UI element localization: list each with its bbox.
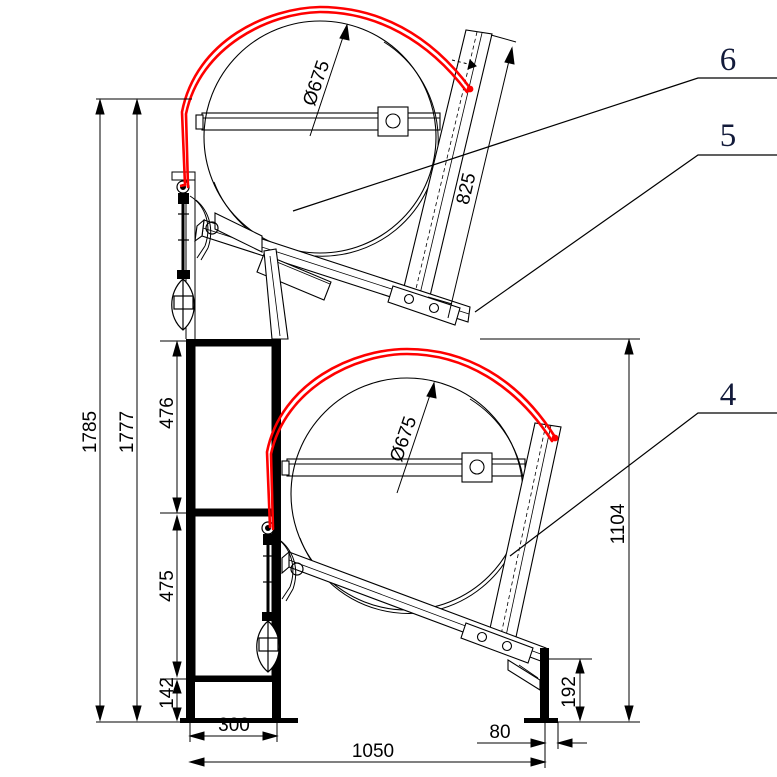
main-frame: [180, 339, 298, 723]
upper-clamp-bar: [195, 106, 441, 137]
dim-overall-height: 1785: [80, 411, 101, 453]
upper-gusset-plate: [387, 285, 461, 326]
callout-number-4: 4: [720, 377, 737, 413]
lower-tensioner-assembly: [256, 521, 304, 673]
diameter-leaders: [309, 23, 437, 494]
lower-red-strap: [265, 347, 559, 531]
dimension-lines-left: [95, 98, 195, 723]
lower-cylinder-assembly: [281, 377, 562, 723]
callout-4-leader: [509, 412, 777, 557]
dim-overall-depth: 1050: [352, 741, 394, 762]
frame-front-column: [186, 339, 195, 722]
dim-upper-cylinder-dia: Ø675: [299, 58, 334, 109]
frame-bottom-crossmember: [186, 676, 281, 682]
dim-lower-backrest-height: 1104: [608, 503, 629, 544]
dim-rear-foot-width: 80: [489, 722, 510, 743]
lower-gusset-plate: [460, 622, 534, 664]
upper-red-strap: [180, 5, 474, 189]
callout-6-leader: [292, 77, 777, 212]
lower-rear-foot: [507, 648, 558, 723]
callout-number-6: 6: [720, 42, 737, 78]
dim-frame-height: 1777: [117, 411, 138, 453]
frame-top-crossmember: [186, 339, 281, 346]
backrest-length-dimension: [427, 34, 517, 319]
dim-lower-bay: 475: [157, 570, 178, 602]
upper-cylinder-outline: [203, 20, 437, 254]
lower-cylinder-rim: [299, 398, 526, 614]
frame-base-plate: [180, 718, 298, 723]
upper-cylinder-assembly: [194, 20, 493, 340]
callout-leaders: [292, 77, 777, 557]
lower-backrest-post: [488, 422, 562, 638]
dim-column-spacing: 300: [218, 715, 250, 736]
dimension-lines-right: [480, 338, 640, 723]
lower-clamp-bar: [281, 452, 526, 483]
frame-mid-crossmember: [186, 509, 281, 516]
upper-strap-lower-leg: [179, 183, 186, 188]
dim-foot-height: 192: [559, 676, 580, 708]
dim-base-offset: 142: [157, 677, 178, 709]
callout-number-5: 5: [720, 118, 737, 154]
dim-lower-cylinder-dia: Ø675: [386, 414, 421, 465]
dimension-lines-bottom: [188, 722, 587, 768]
upper-tensioner-assembly: [171, 180, 219, 331]
frame-rear-column: [272, 339, 281, 722]
dim-upper-bay: 476: [157, 397, 178, 429]
callout-5-leader: [474, 154, 777, 313]
